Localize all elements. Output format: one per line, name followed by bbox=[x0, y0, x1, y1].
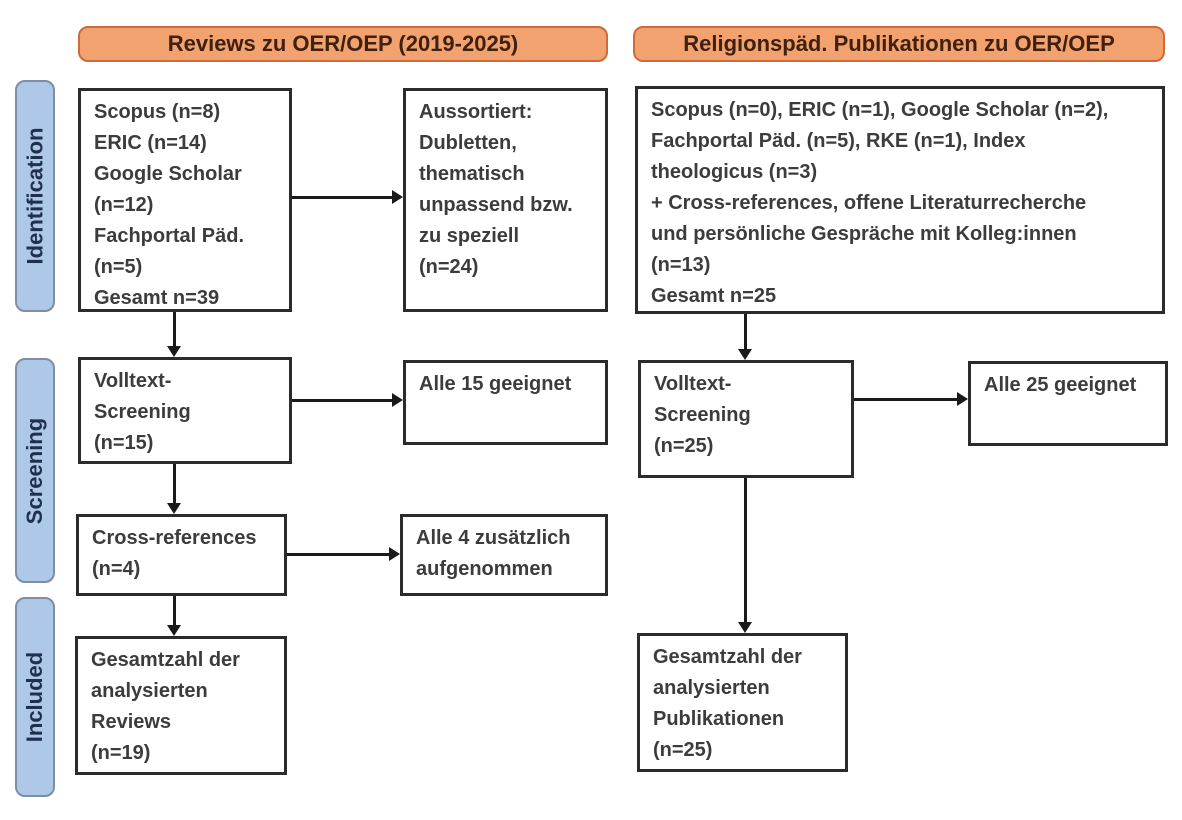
box-left-sources: Scopus (n=8) ERIC (n=14) Google Scholar … bbox=[78, 88, 292, 312]
arrow-left-fulltext-to-result bbox=[292, 393, 403, 407]
box-left-fulltext-screening: Volltext- Screening (n=15) bbox=[78, 357, 292, 464]
stage-tab-screening: Screening bbox=[15, 358, 55, 583]
box-left-crossreferences: Cross-references (n=4) bbox=[76, 514, 287, 596]
column-header-religionspaed: Religionspäd. Publikationen zu OER/OEP bbox=[633, 26, 1165, 62]
column-header-reviews: Reviews zu OER/OEP (2019-2025) bbox=[78, 26, 608, 62]
box-right-fulltext-result: Alle 25 geeignet bbox=[968, 361, 1168, 446]
arrow-right-fulltext-to-result bbox=[854, 392, 968, 406]
arrow-right-fulltext-down bbox=[738, 478, 752, 633]
arrow-left-sources-down bbox=[167, 312, 181, 357]
box-left-total-included: Gesamtzahl der analysierten Reviews (n=1… bbox=[75, 636, 287, 775]
stage-tab-identification: Identification bbox=[15, 80, 55, 312]
arrow-left-fulltext-down bbox=[167, 464, 181, 514]
stage-label-screening: Screening bbox=[22, 417, 47, 524]
arrow-left-crossref-to-result bbox=[287, 547, 400, 561]
stage-label-included: Included bbox=[22, 651, 48, 743]
box-left-crossref-result: Alle 4 zusätzlich aufgenommen bbox=[400, 514, 608, 596]
stage-label-identification: Identification bbox=[22, 127, 48, 265]
arrow-left-crossref-down bbox=[167, 596, 181, 636]
arrow-right-sources-down bbox=[738, 314, 752, 360]
arrow-left-sources-to-excluded bbox=[292, 190, 403, 204]
box-left-excluded: Aussortiert: Dubletten, thematisch unpas… bbox=[403, 88, 608, 312]
box-right-sources: Scopus (n=0), ERIC (n=1), Google Scholar… bbox=[635, 86, 1165, 314]
box-right-total-included: Gesamtzahl der analysierten Publikatione… bbox=[637, 633, 848, 772]
box-right-fulltext-screening: Volltext- Screening (n=25) bbox=[638, 360, 854, 478]
stage-tab-included: Included bbox=[15, 597, 55, 797]
box-left-fulltext-result: Alle 15 geeignet bbox=[403, 360, 608, 445]
